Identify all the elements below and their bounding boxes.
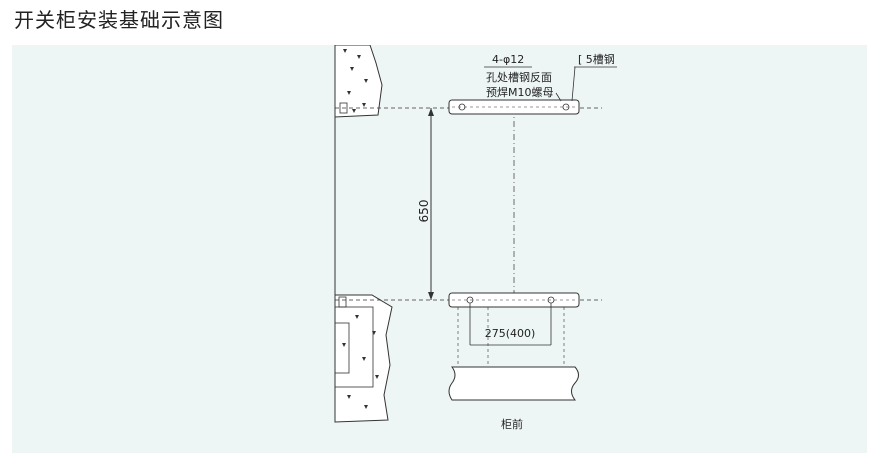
hole-note-line2: 预焊M10螺母 (486, 85, 554, 99)
hole-note-line1: 孔处槽钢反面 (486, 71, 552, 84)
vertical-dimension (428, 108, 434, 300)
cabinet-front-label: 柜前 (501, 417, 523, 431)
horizontal-dimension (457, 303, 565, 367)
horizontal-dim-label: 275(400) (485, 327, 536, 340)
upper-channel-steel (448, 99, 580, 115)
foundation-drawing: 650 4-φ12 孔处槽钢反面 预焊M10螺母 [ 5槽钢 (12, 44, 867, 453)
hole-note-leader (555, 92, 562, 102)
vertical-dim-label: 650 (417, 200, 431, 223)
cabinet-base-profile (448, 366, 579, 401)
channel-label-leader (571, 66, 576, 102)
channel-steel-label: [ 5槽钢 (578, 53, 615, 66)
concrete-wall-upper (334, 44, 383, 118)
lower-channel-steel (448, 292, 580, 308)
foundation-diagram-svg: 650 4-φ12 孔处槽钢反面 预焊M10螺母 [ 5槽钢 (334, 44, 617, 431)
concrete-wall-lower (334, 294, 393, 423)
page-title: 开关柜安装基础示意图 (14, 8, 224, 32)
hole-spec-label: 4-φ12 (492, 53, 524, 66)
